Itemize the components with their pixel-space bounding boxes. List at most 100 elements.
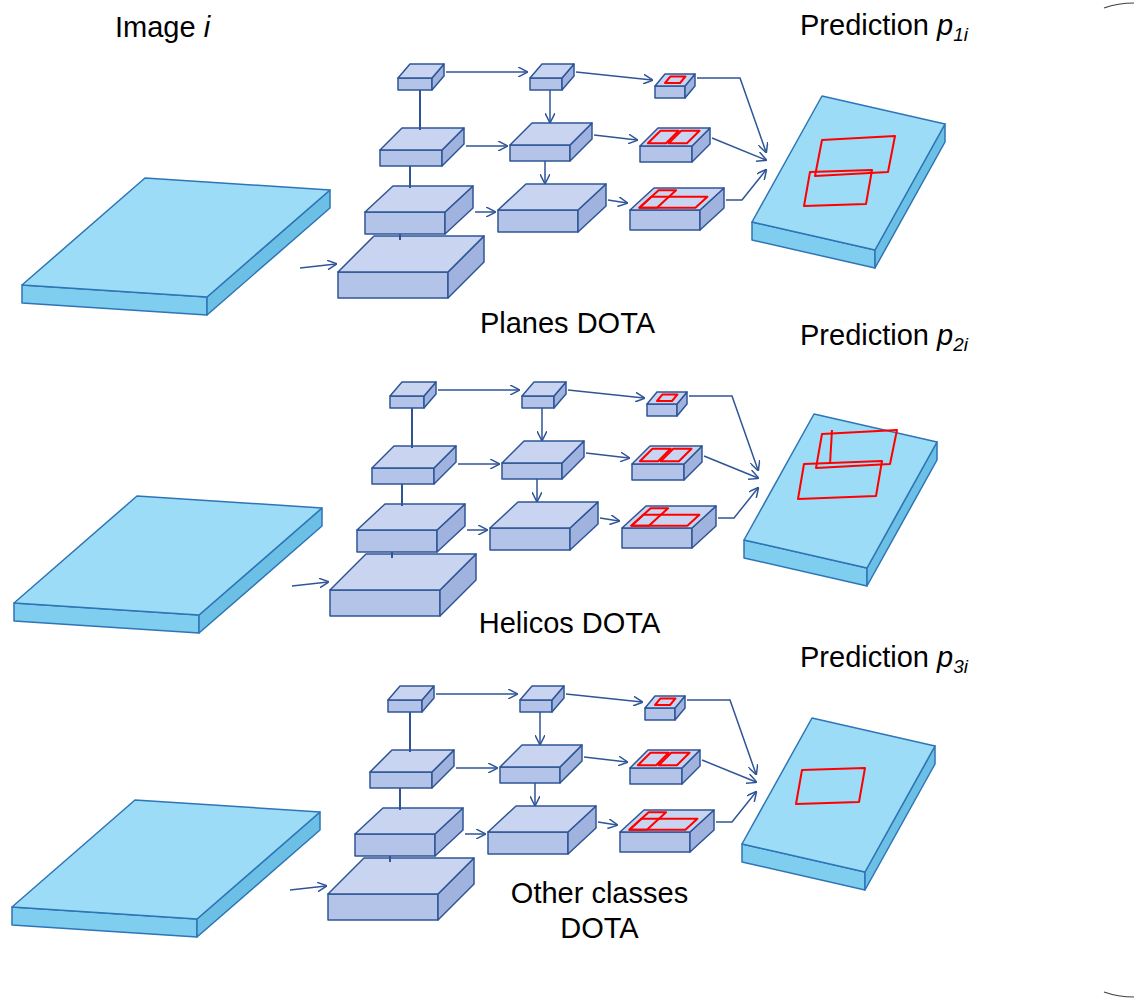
feature-map-front [502,463,562,479]
feature-map-front [500,767,560,783]
anchor-box [669,131,700,144]
detection-box [796,768,865,804]
bracket [1104,3,1134,8]
link-line [399,234,401,240]
feature-map-front [390,396,424,408]
feature-map-top [330,554,476,590]
flow-arrow [704,456,758,478]
input-arrow [292,582,328,586]
detection-box [798,461,882,499]
flow-arrow [568,390,644,398]
feature-map-top [502,441,584,463]
bracket [1104,992,1134,997]
flow-arrow [539,712,541,744]
image-label: Image i [115,10,210,45]
feature-map-front [357,530,437,552]
anchor-box [631,508,668,526]
feature-map-top [388,686,434,700]
feature-map-top [645,696,685,708]
feature-map-front [338,272,448,298]
feature-map-front [510,145,570,161]
feature-map-top [640,128,710,146]
flow-arrow [687,700,756,774]
feature-map-front [645,708,675,720]
prediction-image [752,96,945,250]
flow-arrow [466,145,507,147]
feature-map-front [622,528,692,548]
feature-map-top [372,446,456,468]
anchor-box [639,190,676,208]
feature-map-top [620,810,714,832]
feature-map-front [655,86,685,98]
flow-arrow [608,200,627,203]
feature-map-front [490,528,570,550]
link-line [401,484,403,506]
anchor-box [661,449,692,462]
anchor-box [659,753,690,766]
anchor-box [655,698,676,705]
flow-arrow [689,396,758,470]
flow-arrow [712,138,766,160]
flow-arrow [598,822,617,825]
feature-map-top [390,382,436,396]
feature-map-top [522,382,566,396]
feature-map-top [630,188,724,210]
anchor-box [629,812,666,830]
input-image [14,496,322,615]
network-label: Other classes DOTA [492,876,707,946]
flow-arrow [716,792,756,822]
flow-arrow [566,694,642,702]
flow-arrow [475,211,495,213]
input-image [22,178,330,297]
feature-map-front [398,78,432,90]
flow-arrow [456,767,497,769]
network-label: Helicos DOTA [462,606,677,641]
feature-map-front [355,834,435,856]
anchor-box [657,394,678,401]
prediction-image [742,718,935,872]
link-line [391,552,393,558]
feature-map-top [490,502,598,528]
feature-map-front [530,78,562,90]
flow-arrow [600,518,619,521]
feature-map-front [370,772,432,788]
flow-arrow [594,135,637,140]
feature-map-top [630,750,700,768]
feature-map-front [330,590,440,616]
flow-arrow [576,72,652,80]
feature-map-front [372,468,434,484]
feature-map-top [622,506,716,528]
flow-arrow [467,529,487,531]
feature-map-front [488,832,568,854]
network-label: Planes DOTA [460,306,675,341]
feature-map-front [630,768,682,784]
flow-arrow [586,453,629,458]
input-image [12,800,320,919]
box-edge [830,430,832,464]
feature-map-front [522,396,554,408]
feature-map-front [630,210,700,230]
flow-arrow [534,783,536,805]
flow-arrow [702,760,756,782]
feature-map-top [380,128,464,150]
feature-map-top [530,64,574,78]
flow-arrow [458,463,499,465]
flow-arrow [584,757,627,762]
feature-map-top [498,184,606,210]
flow-arrow [541,408,543,440]
link-line [411,408,413,448]
prediction-label: Prediction p2i [800,318,968,356]
input-arrow [290,886,326,890]
link-line [419,90,421,130]
input-arrow [300,264,336,268]
feature-map-front [640,146,692,162]
feature-map-front [520,700,552,712]
feature-map-top [357,504,465,530]
feature-map-front [380,150,442,166]
link-line [389,856,391,862]
link-line [409,166,411,188]
flow-arrow [465,833,485,835]
feature-map-top [355,808,463,834]
feature-map-top [647,392,687,404]
